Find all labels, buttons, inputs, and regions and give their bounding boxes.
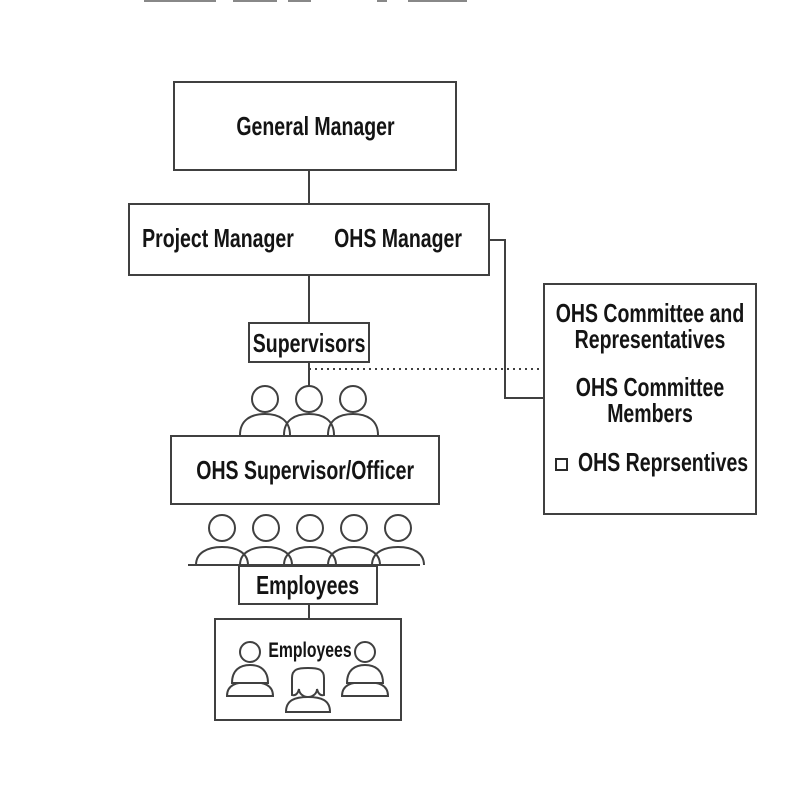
connector-employees-to-group-box xyxy=(308,605,310,618)
node-ohs-committee: OHS Committee and Representatives OHS Co… xyxy=(543,283,757,515)
node-label: Employees xyxy=(256,570,360,600)
node-supervisors: Supervisors xyxy=(248,322,370,363)
square-bullet-icon xyxy=(555,458,568,471)
connector-ohsmgr-elbow-top xyxy=(488,239,506,241)
top-crop-artifact xyxy=(377,0,387,2)
ohs-representatives-label: OHS Reprsentives xyxy=(578,447,749,477)
employees-group-people-icons xyxy=(225,641,390,713)
connector-ohsmgr-to-committee xyxy=(504,397,545,399)
top-crop-artifact xyxy=(408,0,467,2)
top-crop-artifact xyxy=(233,0,277,2)
top-crop-artifact xyxy=(288,0,311,2)
dotted-connector-horizontal xyxy=(309,368,563,370)
node-general-manager: General Manager xyxy=(173,81,457,171)
node-label: Employees xyxy=(268,639,352,662)
node-label: General Manager xyxy=(235,111,395,141)
top-crop-artifact xyxy=(144,0,216,2)
committee-members-label: OHS Committee Members xyxy=(575,372,725,428)
five-person-group-icon xyxy=(195,514,425,566)
connector-gm-to-pm xyxy=(308,171,310,203)
connector-ohsmgr-elbow-vertical xyxy=(504,239,506,399)
node-ohs-supervisor-officer: OHS Supervisor/Officer xyxy=(170,435,440,505)
connector-supervisors-to-group xyxy=(308,363,310,386)
female-person-icon xyxy=(284,666,332,713)
node-project-ohs-manager: Project Manager OHS Manager xyxy=(128,203,490,276)
node-label-ohs-manager: OHS Manager xyxy=(334,223,462,253)
node-label: Supervisors xyxy=(252,327,366,358)
committee-title: OHS Committee and Representatives xyxy=(555,298,745,354)
node-employees: Employees xyxy=(238,565,378,605)
three-person-group-icon xyxy=(239,385,379,436)
person-icon xyxy=(225,641,275,697)
node-label-project-manager: Project Manager xyxy=(142,223,294,253)
connector-pm-to-supervisors xyxy=(308,276,310,322)
person-icon xyxy=(340,641,390,697)
node-label: OHS Supervisor/Officer xyxy=(196,455,414,485)
